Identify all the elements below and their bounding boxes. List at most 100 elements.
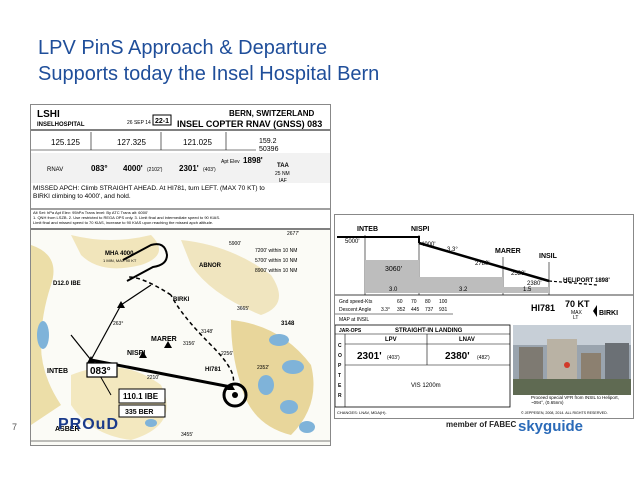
title-line-1: LPV PinS Approach & Departure — [38, 37, 328, 59]
fix-birki: BIRKI — [173, 297, 190, 303]
sector-alt: 3148 — [281, 321, 295, 327]
notes-line-2: 1. QNH from LSZB. 2. Use restricted to R… — [33, 215, 221, 220]
copter-c: C — [338, 343, 342, 349]
profile-fix-nispi: NISPI — [411, 226, 429, 233]
hospital-photo — [513, 325, 631, 395]
taa-iaf: IAF — [279, 178, 287, 184]
copter-r: R — [338, 393, 342, 399]
jar-ops: JAR-OPS — [339, 328, 362, 334]
fix-marer: MARER — [151, 336, 177, 343]
approach-plate-svg: LSHI INSELHOSPITAL 26 SEP 14 22-1 BERN, … — [31, 109, 330, 445]
approach-plate-profile-view: INTEB NISPI MARER INSIL 5000' 4000' 3060… — [334, 214, 634, 419]
spot-height-4: 3148' — [201, 329, 213, 335]
plate-copyright: © JEPPESEN, 2008, 2014. ALL RIGHTS RESER… — [521, 411, 608, 415]
minima-lpv-mda-sub: (403') — [387, 355, 400, 361]
navaid-freq: 110.1 IBE — [123, 392, 159, 401]
title-line-2: Supports today the Insel Hospital Bern — [38, 63, 380, 85]
profile-alt-marer: 3060' — [385, 266, 402, 273]
descent-label: Descent Angle — [339, 307, 371, 313]
plan-heading: 263° — [113, 321, 123, 327]
plate-date: 26 SEP 14 — [127, 120, 151, 126]
profile-svg: INTEB NISPI MARER INSIL 5000' 4000' 3060… — [335, 215, 633, 418]
fix-d12: D12.0 IBE — [53, 281, 81, 287]
map-label: MAP at INSIL — [339, 317, 369, 323]
profile-dist-1: 3.0 — [389, 287, 398, 293]
profile-fix-inteb: INTEB — [357, 226, 378, 233]
fix-hi781: HI781 — [205, 367, 222, 373]
plate-page-id: 22-1 — [155, 118, 169, 125]
lpv-mda-sub: (403') — [203, 167, 216, 173]
ndb-label: 335 BER — [125, 409, 153, 416]
profile-fix-insil: INSIL — [539, 253, 558, 260]
profile-alt-2530: 2530' — [511, 271, 526, 277]
profile-speed: 70 KT — [565, 299, 590, 309]
gs-val-1: 60 — [397, 299, 403, 305]
spot-height-7: 2352' — [257, 365, 269, 371]
notes-line-3: Limit final and missed speed to 70 KIAS,… — [33, 220, 214, 225]
plate-procedure: INSEL COPTER RNAV (GNSS) 083 — [177, 119, 322, 129]
spot-height-1: 2677' — [287, 231, 299, 237]
profile-speed-sub: MAX — [571, 310, 583, 316]
descent-val-1: 3.3° — [381, 307, 390, 313]
copter-p: P — [338, 363, 342, 369]
plan-alt-1: 7200' within 10 NM — [255, 248, 297, 254]
plan-alt-2: 5700' within 10 NM — [255, 258, 297, 264]
plate-changes: CHANGES: LNAV, MDA(H). — [337, 410, 387, 415]
svg-text:RNAV: RNAV — [47, 167, 63, 173]
spot-height-9: 2210' — [147, 375, 159, 381]
profile-dist-3: 1.5 — [523, 287, 532, 293]
minima-lpv-mda: 2301' — [357, 351, 382, 362]
skyguide-logo: skyguide — [518, 418, 584, 435]
minima-vis: VIS 1200m — [411, 383, 441, 389]
spot-height-5: 3156' — [183, 341, 195, 347]
descent-val-2: 352 — [397, 307, 406, 313]
fix-asber: ASBER — [55, 426, 80, 433]
lpv-mda: 2301' — [179, 164, 199, 173]
spot-height-8: 3455' — [181, 432, 193, 438]
heliport-name: INSELHOSPITAL — [37, 122, 85, 128]
copter-e: E — [338, 383, 342, 389]
heliport-code: LSHI — [37, 109, 60, 120]
profile-lt: LT — [573, 315, 578, 321]
plan-msa-note: 1 MIN, MAX 90 KT — [103, 258, 137, 263]
fabec-text: member of FABEC — [446, 420, 517, 429]
slide-title: LPV PinS Approach & Departure Supports t… — [38, 35, 379, 87]
descent-val-5: 931 — [439, 307, 448, 313]
plan-alt-3: 8900' within 10 NM — [255, 268, 297, 274]
fix-inteb: INTEB — [47, 368, 68, 375]
profile-heliport: HELIPORT 1898' — [563, 278, 610, 284]
profile-birki: BIRKI — [599, 310, 618, 317]
fix-abnor: ABNOR — [199, 263, 222, 269]
gs-val-3: 80 — [425, 299, 431, 305]
gs-val-2: 70 — [411, 299, 417, 305]
proud-logo: PROuD — [58, 416, 119, 433]
minima-title: STRAIGHT-IN LANDING — [395, 328, 463, 334]
profile-fix-marer: MARER — [495, 248, 521, 255]
profile-alt-2780: 2780' — [475, 261, 490, 267]
gs-label: Gnd speed-Kts — [339, 299, 373, 305]
plate-channel: 159.2 — [259, 138, 277, 145]
minima-lnav-mda: 2380' — [445, 351, 470, 362]
profile-alt-inteb: 5000' — [345, 239, 360, 245]
slide-number: 7 — [12, 422, 18, 432]
minima-lpv: LPV — [385, 337, 397, 343]
spot-height-3: 3665' — [237, 306, 249, 312]
copter-t: T — [338, 373, 341, 379]
spot-height-2: 5900' — [229, 241, 241, 247]
svg-text:Apt Elev: Apt Elev — [221, 159, 240, 165]
apt-elev: 1898' — [243, 156, 263, 165]
procedure-alt-sub: (2102') — [147, 167, 163, 173]
fix-nispi: NISPI — [127, 350, 145, 357]
plan-msa: MHA 4000 — [105, 251, 134, 257]
proceed-note: Proceed special VFR from INSIL to Helipo… — [531, 395, 619, 405]
taa-nm: 25 NM — [275, 171, 290, 177]
freq-atis: 125.125 — [51, 138, 80, 147]
gs-val-4: 100 — [439, 299, 448, 305]
profile-alt-2380: 2380' — [527, 281, 542, 287]
notes-line-1: Alt Set: hPa Apt Elev: 95hPa Trans level… — [33, 210, 148, 215]
procedure-alt: 4000' — [123, 164, 143, 173]
profile-alt-nispi: 4000' — [421, 242, 436, 248]
taa-label: TAA — [277, 163, 290, 169]
plate-channel-id: 50396 — [259, 146, 279, 153]
minima-lnav-mda-sub: (482') — [477, 355, 490, 361]
